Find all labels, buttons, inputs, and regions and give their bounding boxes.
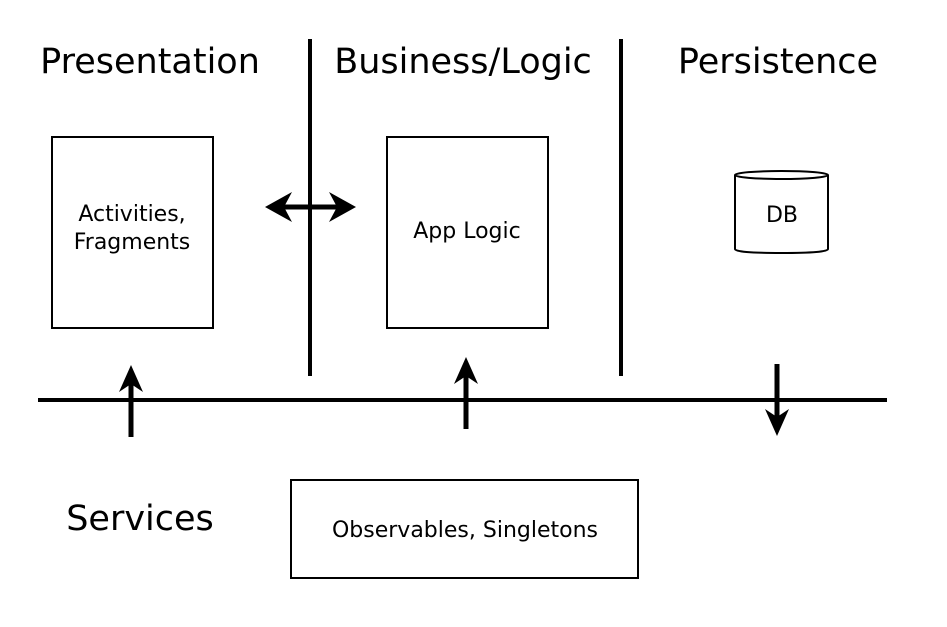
db-cylinder-body (734, 175, 829, 255)
up-arrow-presentation (119, 365, 143, 437)
observables-singletons-box (290, 479, 639, 579)
bidirectional-arrow-left-head (265, 192, 292, 222)
db-cylinder-top (734, 170, 829, 180)
up-arrow-presentation-head (119, 365, 143, 392)
db-label: DB (766, 203, 798, 228)
down-arrow-persistence-head (765, 409, 789, 436)
app-logic-label: App Logic (413, 219, 520, 244)
bidirectional-arrow-right-head (329, 192, 356, 222)
db-cylinder (734, 170, 829, 255)
observables-singletons-label: Observables, Singletons (332, 518, 598, 543)
up-arrow-business-head (454, 357, 478, 384)
activities-label: Activities, (78, 202, 185, 227)
fragments-label: Fragments (74, 230, 191, 255)
persistence-heading: Persistence (678, 42, 878, 82)
up-arrow-business (454, 357, 478, 429)
services-heading: Services (66, 499, 214, 539)
bidirectional-arrow (265, 192, 356, 222)
business-logic-heading: Business/Logic (334, 42, 592, 82)
down-arrow-persistence (765, 364, 789, 436)
activities-fragments-box (51, 136, 214, 329)
app-logic-box (386, 136, 549, 329)
presentation-heading: Presentation (40, 42, 260, 82)
